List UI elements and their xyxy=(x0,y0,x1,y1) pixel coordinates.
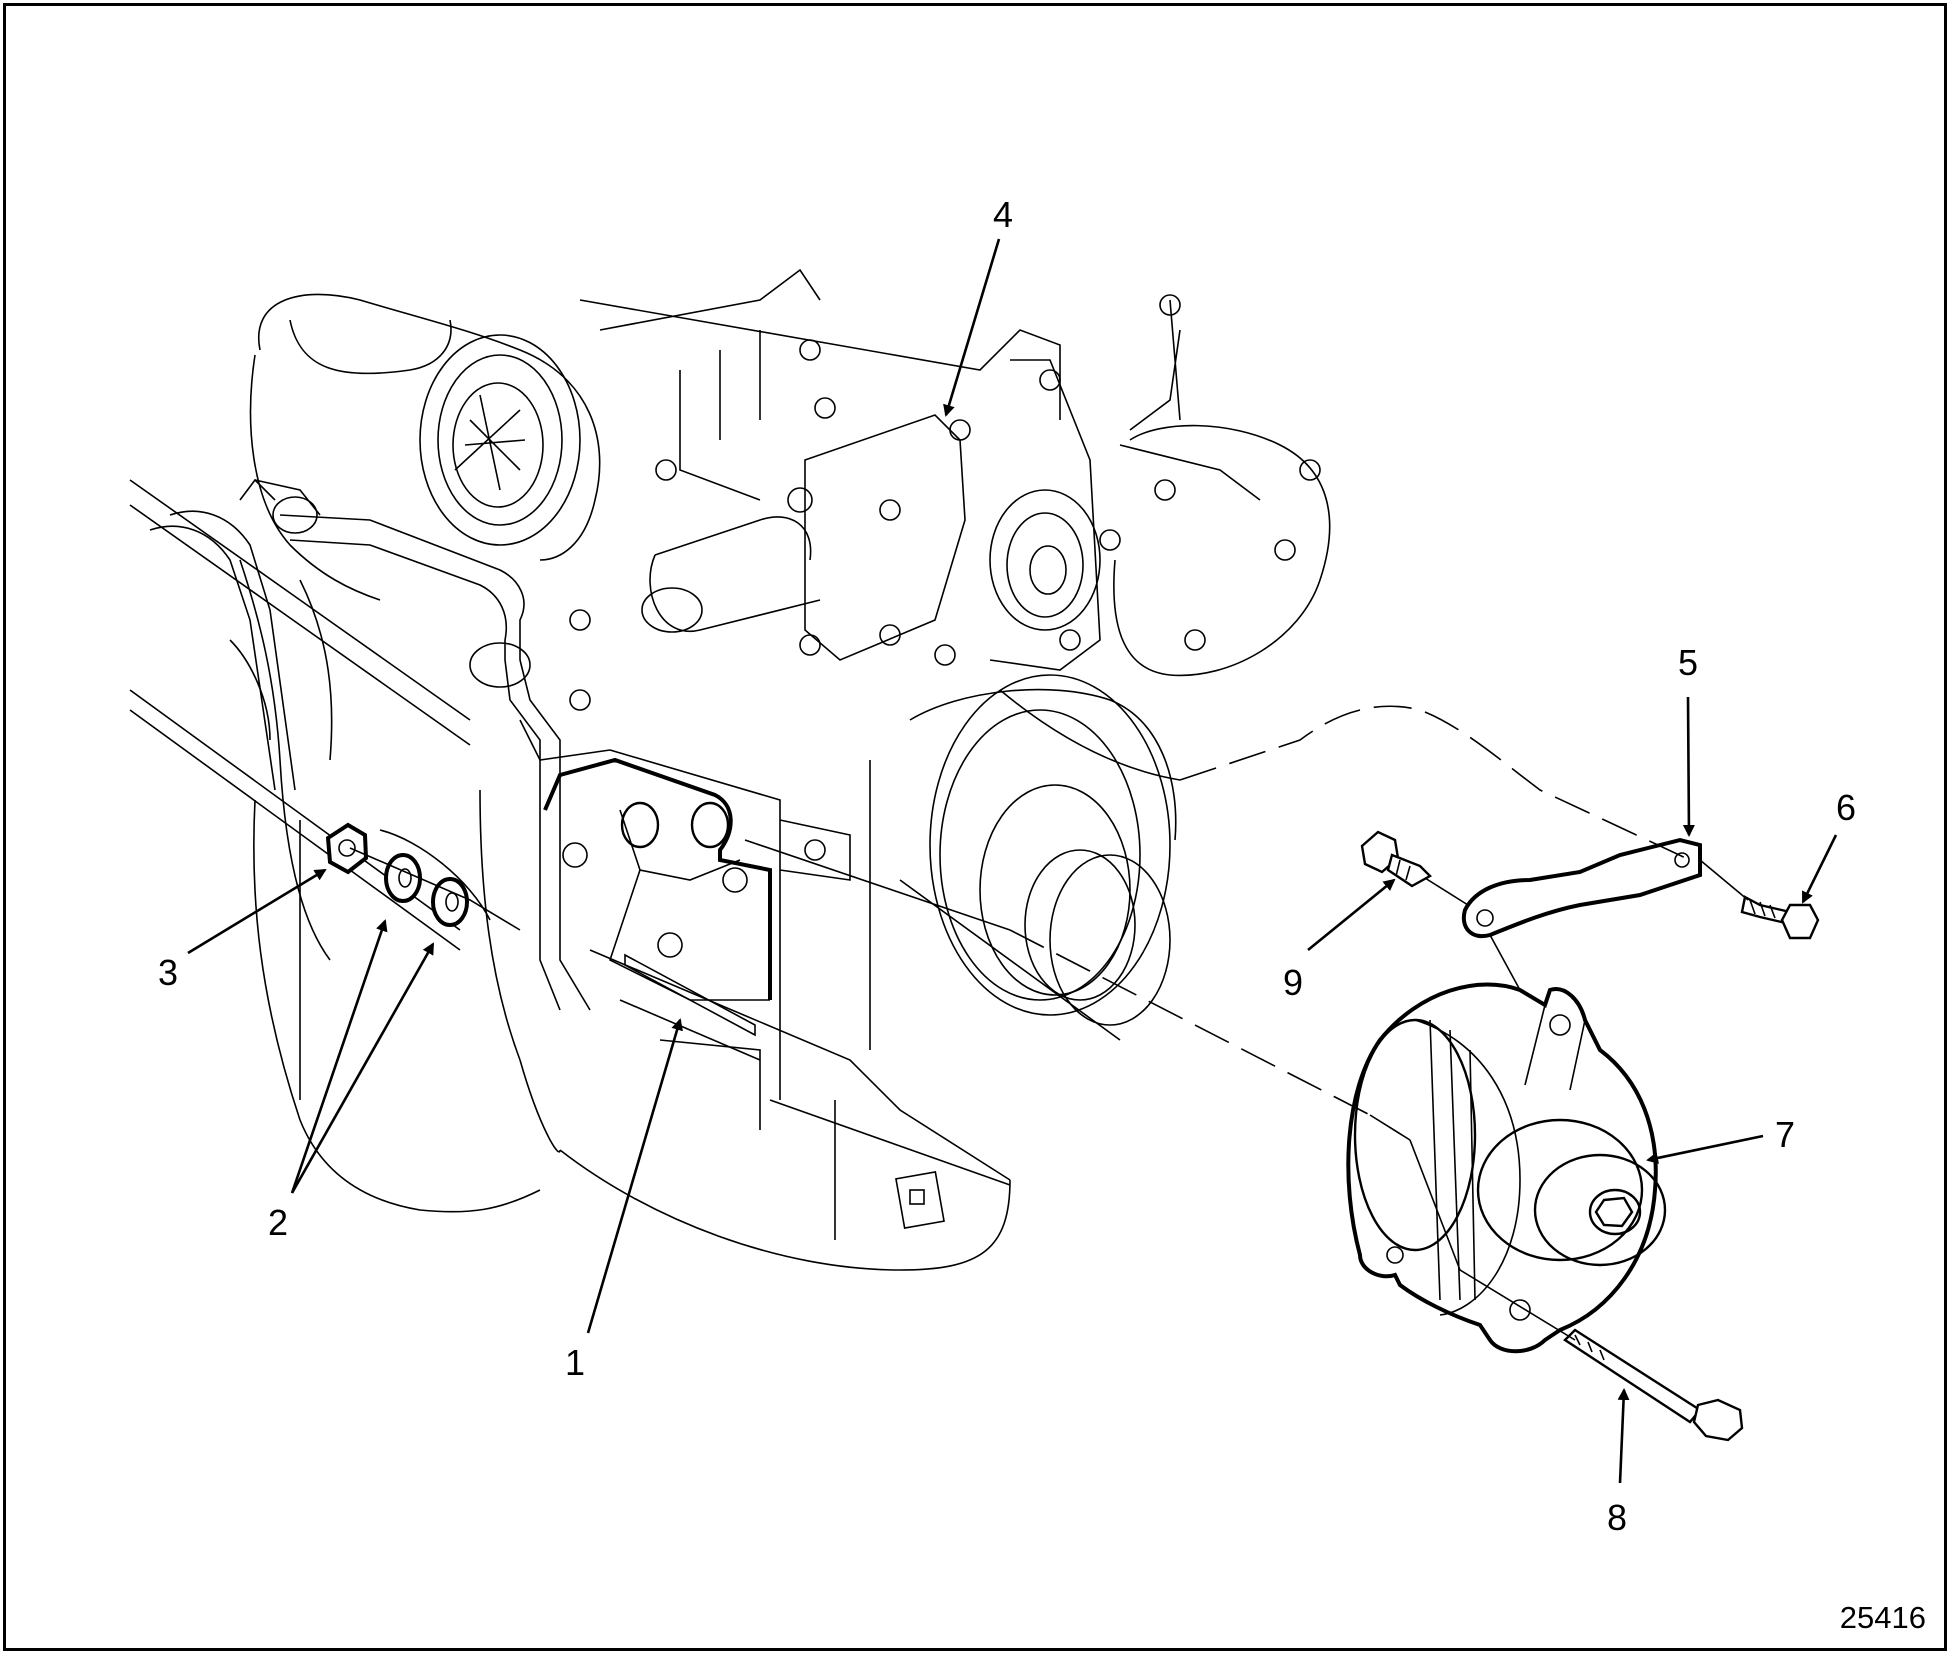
callout-leaders xyxy=(187,238,1838,1484)
callout-5: 5 xyxy=(1678,642,1698,683)
nut-3 xyxy=(325,822,369,875)
callout-9: 9 xyxy=(1283,962,1303,1003)
engine-block xyxy=(129,268,1331,1271)
alternator-mounting-bracket xyxy=(543,757,851,1037)
washer-2b xyxy=(431,877,469,927)
long-bolt-8 xyxy=(1563,1328,1744,1442)
callout-8: 8 xyxy=(1607,1497,1627,1538)
callout-labels: 1 2 3 4 5 6 7 8 9 xyxy=(158,194,1856,1538)
callout-7: 7 xyxy=(1775,1114,1795,1155)
callout-3: 3 xyxy=(158,952,178,993)
callout-4: 4 xyxy=(993,194,1013,235)
callout-1: 1 xyxy=(565,1342,585,1383)
adjusting-strap xyxy=(1461,837,1702,939)
callout-6: 6 xyxy=(1836,787,1856,828)
assembly-lines xyxy=(349,689,1749,1341)
callout-2: 2 xyxy=(268,1202,288,1243)
figure-number: 25416 xyxy=(1840,1600,1926,1635)
alternator xyxy=(1346,982,1667,1354)
bolt-9 xyxy=(1360,830,1432,888)
bolt-6 xyxy=(1740,895,1820,940)
washer-2a xyxy=(384,853,422,903)
